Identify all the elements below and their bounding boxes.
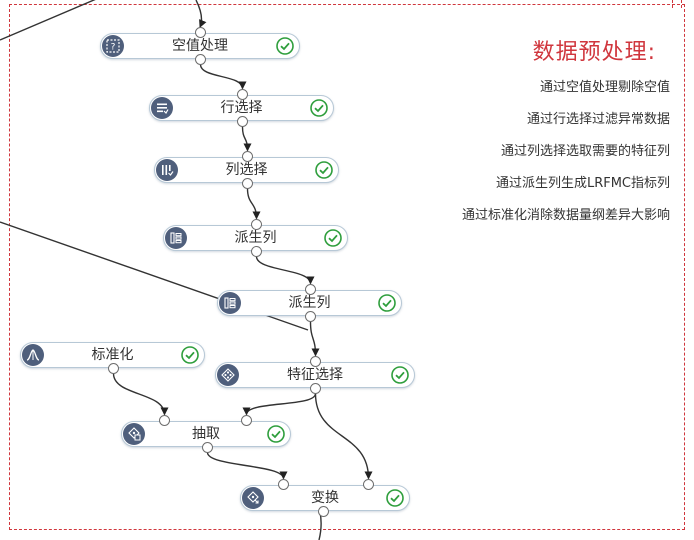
notes-line: 通过行选择过滤异常数据 — [526, 112, 670, 127]
output-port[interactable] — [310, 383, 321, 394]
workflow-node[interactable]: 抽取 — [121, 415, 291, 453]
workflow-node[interactable]: 派生列 — [163, 219, 348, 257]
edge-n3-n4[interactable] — [246, 188, 261, 220]
workflow-node[interactable]: 标准化 — [20, 342, 205, 374]
input-port[interactable] — [363, 479, 374, 490]
node-label: 变换 — [311, 490, 339, 506]
input-port[interactable] — [159, 415, 170, 426]
row-select-icon — [151, 97, 173, 119]
input-port[interactable] — [251, 219, 262, 230]
node-label: 特征选择 — [287, 367, 343, 383]
workflow-node[interactable]: ? 空值处理 — [100, 27, 300, 65]
success-check-icon — [391, 366, 409, 384]
edge-n1-n2[interactable] — [199, 64, 247, 90]
node-label: 标准化 — [91, 347, 134, 363]
input-port[interactable] — [241, 415, 252, 426]
success-check-icon — [276, 37, 294, 55]
input-port[interactable] — [305, 284, 316, 295]
extract-icon — [123, 423, 145, 445]
derive-column-icon — [219, 292, 241, 314]
transform-icon — [242, 487, 264, 509]
workflow-node[interactable]: 变换 — [240, 479, 410, 517]
notes-title: 数据预处理: — [532, 40, 656, 65]
group-frame-tab — [672, 0, 682, 8]
workflow-node[interactable]: 行选择 — [149, 89, 334, 127]
output-port[interactable] — [108, 363, 119, 374]
edge-n4-n5[interactable] — [255, 256, 315, 285]
null-value-icon: ? — [102, 35, 124, 57]
success-check-icon — [386, 489, 404, 507]
input-port[interactable] — [237, 89, 248, 100]
edge-n7-n9[interactable] — [314, 393, 373, 480]
output-port[interactable] — [305, 311, 316, 322]
output-port[interactable] — [202, 442, 213, 453]
edge-offscreen-left-a[interactable] — [0, 0, 108, 41]
input-port[interactable] — [310, 356, 321, 367]
success-check-icon — [310, 99, 328, 117]
feature-select-icon — [217, 364, 239, 386]
success-check-icon — [324, 229, 342, 247]
notes-line: 通过空值处理剔除空值 — [539, 80, 670, 95]
output-port[interactable] — [237, 116, 248, 127]
notes-line: 通过列选择选取需要的特征列 — [500, 144, 670, 159]
node-label: 列选择 — [225, 162, 268, 178]
success-check-icon — [378, 294, 396, 312]
node-label: 行选择 — [220, 100, 263, 116]
column-select-icon — [156, 159, 178, 181]
group-frame — [9, 4, 685, 530]
node-label: 派生列 — [234, 230, 277, 246]
derive-column-icon — [165, 227, 187, 249]
edge-n5-n7[interactable] — [309, 321, 320, 357]
notes-line: 通过派生列生成LRFMC指标列 — [495, 176, 670, 191]
normalize-icon — [22, 344, 44, 366]
output-port[interactable] — [195, 54, 206, 65]
workflow-node[interactable]: 列选择 — [154, 151, 339, 189]
edge-n6-n8[interactable] — [112, 373, 169, 416]
node-label: 抽取 — [192, 426, 220, 442]
edge-n7-n8[interactable] — [242, 393, 317, 416]
edge-offscreen-top[interactable] — [195, 0, 207, 28]
success-check-icon — [181, 346, 199, 364]
output-port[interactable] — [242, 178, 253, 189]
output-port[interactable] — [251, 246, 262, 257]
node-label: 空值处理 — [172, 38, 228, 54]
node-label: 派生列 — [288, 295, 331, 311]
success-check-icon — [315, 161, 333, 179]
workflow-node[interactable]: 派生列 — [217, 284, 402, 322]
notes-line: 通过标准化消除数据量纲差异大影响 — [461, 208, 670, 223]
input-port[interactable] — [242, 151, 253, 162]
output-port[interactable] — [318, 506, 329, 517]
svg-text:?: ? — [111, 43, 116, 53]
edge-n8-n9[interactable] — [206, 452, 288, 480]
input-port[interactable] — [278, 479, 289, 490]
workflow-node[interactable]: 特征选择 — [215, 356, 415, 394]
edge-n2-n3[interactable] — [241, 126, 252, 152]
success-check-icon — [267, 425, 285, 443]
input-port[interactable] — [195, 27, 206, 38]
